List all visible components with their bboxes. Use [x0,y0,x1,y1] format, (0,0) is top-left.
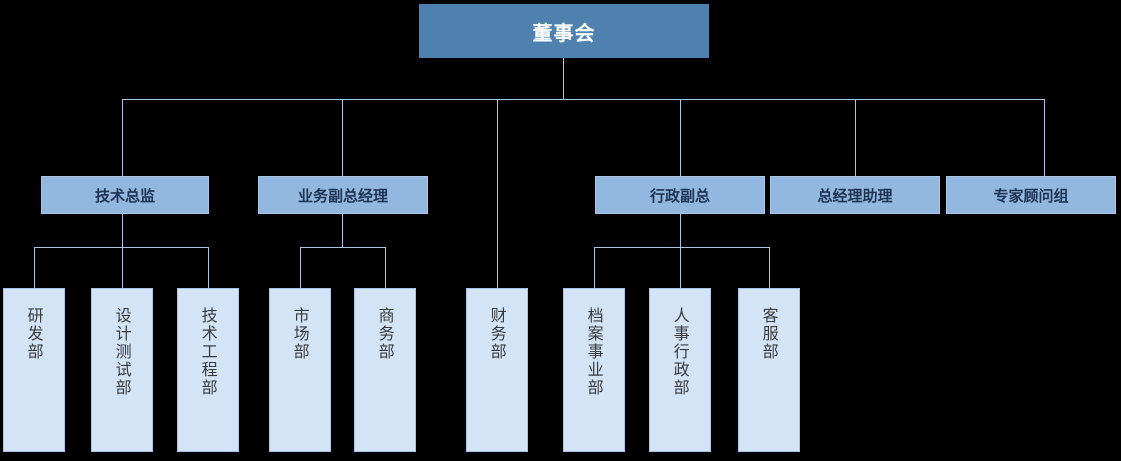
node-label: 设计测试部 [112,307,132,397]
node-label: 商务部 [375,307,395,361]
node-label: 总经理助理 [817,186,893,205]
node-gm-assistant[interactable]: 总经理助理 [770,176,940,214]
node-commerce-dept[interactable]: 商务部 [354,288,416,452]
node-tech-engineering-dept[interactable]: 技术工程部 [177,288,239,452]
connector-bus-tech-director [34,247,209,248]
node-archive-business-dept[interactable]: 档案事业部 [563,288,625,452]
node-label: 董事会 [532,20,596,45]
node-finance-dept[interactable]: 财务部 [466,288,528,452]
node-label: 专家顾问组 [993,186,1069,205]
node-label: 财务部 [487,307,507,361]
node-market-dept[interactable]: 市场部 [269,288,331,452]
connector-drop-business-vp [342,99,343,176]
connector-stem-tech-director [122,214,123,247]
connector-stem-business-vp [342,214,343,247]
node-business-vp[interactable]: 业务副总经理 [258,176,428,214]
connector-stem-admin-vp [680,214,681,247]
node-label: 研发部 [24,307,44,361]
connector-drop-customer-service-dept [769,247,770,288]
node-label: 市场部 [290,307,310,361]
connector-bus-business-vp [300,247,386,248]
node-label: 技术工程部 [198,307,218,397]
connector-drop-design-test-dept [122,247,123,288]
node-board-of-directors[interactable]: 董事会 [419,4,709,58]
connector-drop-hr-admin-dept [680,247,681,288]
connector-drop-commerce-dept [385,247,386,288]
connector-drop-rd-dept [34,247,35,288]
connector-root-stem [563,58,564,99]
node-label: 人事行政部 [670,307,690,397]
connector-bus-admin-vp [594,247,770,248]
node-admin-vp[interactable]: 行政副总 [595,176,765,214]
connector-level1-bus [122,99,1045,100]
connector-drop-gm-assistant [855,99,856,176]
node-tech-director[interactable]: 技术总监 [41,176,209,214]
connector-drop-tech-director [122,99,123,176]
connector-drop-expert-group [1044,99,1045,176]
node-label: 业务副总经理 [297,186,388,205]
node-label: 档案事业部 [584,307,604,397]
connector-drop-market-dept [300,247,301,288]
node-label: 客服部 [759,307,779,361]
connector-drop-archive-dept [594,247,595,288]
connector-drop-finance-dept [497,99,498,288]
node-label: 行政副总 [649,186,710,205]
connector-drop-admin-vp [680,99,681,176]
node-rd-dept[interactable]: 研发部 [3,288,65,452]
node-expert-advisory-group[interactable]: 专家顾问组 [946,176,1116,214]
node-label: 技术总监 [94,186,155,205]
node-customer-service-dept[interactable]: 客服部 [738,288,800,452]
node-design-test-dept[interactable]: 设计测试部 [91,288,153,452]
connector-drop-tech-eng-dept [208,247,209,288]
node-hr-admin-dept[interactable]: 人事行政部 [649,288,711,452]
